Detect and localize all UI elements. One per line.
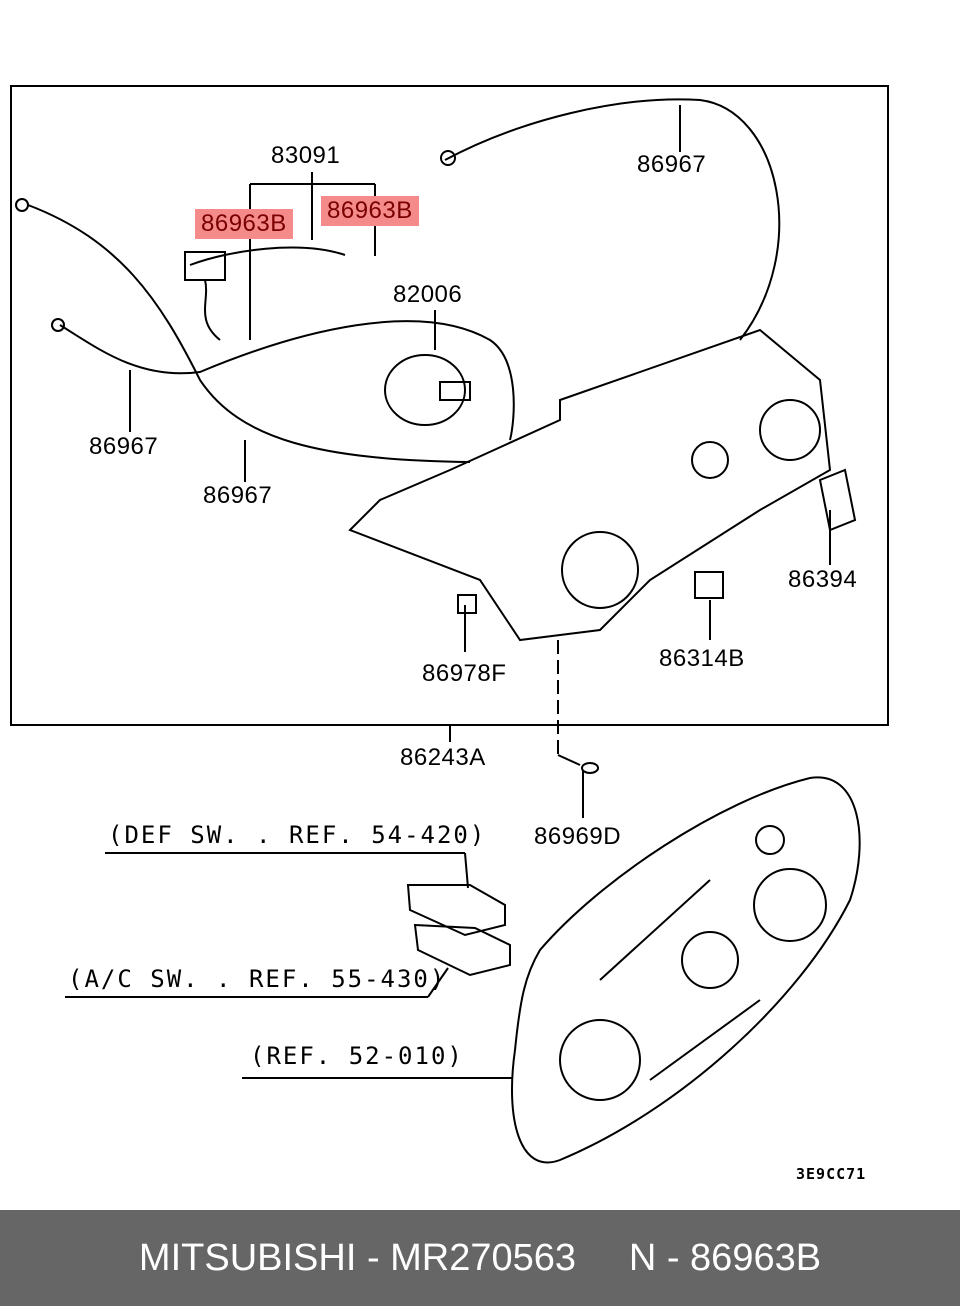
- callout-86243a[interactable]: 86243A: [400, 744, 486, 771]
- callout-86978f[interactable]: 86978F: [422, 660, 507, 687]
- callout-86394[interactable]: 86394: [788, 566, 858, 593]
- callout-86314b[interactable]: 86314B: [659, 645, 745, 672]
- ref-def-switch: (DEF SW. . REF. 54-420): [108, 821, 487, 849]
- footer-bar: MITSUBISHI - MR270563 N - 86963B: [0, 1210, 960, 1306]
- def-switch-drawing: [406, 884, 506, 937]
- drawing-code: 3E9CC71: [796, 1165, 867, 1183]
- callout-86969d[interactable]: 86969D: [534, 823, 622, 850]
- parts-diagram: 83091 86963B 86963B 86967 82006 86967 86…: [10, 85, 889, 1183]
- heater-control-body: [348, 328, 832, 642]
- ref-panel: (REF. 52-010): [250, 1042, 464, 1070]
- diagram-drawing: [10, 85, 889, 1164]
- cable-86967-top: [444, 98, 781, 341]
- ref-ac-switch: (A/C SW. . REF. 55-430): [68, 965, 447, 993]
- callout-86967-mid[interactable]: 86967: [203, 482, 273, 509]
- callout-86963b-right[interactable]: 86963B: [321, 196, 419, 226]
- assembly-frame: [10, 85, 889, 726]
- callout-86963b-left[interactable]: 86963B: [195, 209, 293, 239]
- footer-part-text: MITSUBISHI - MR270563 N - 86963B: [138, 1236, 822, 1279]
- cable-86967-left: [59, 320, 515, 441]
- callout-86967-top[interactable]: 86967: [637, 151, 707, 178]
- ac-switch-drawing: [413, 923, 511, 977]
- callout-86967-left[interactable]: 86967: [89, 433, 159, 460]
- bezel-panel-drawing: [511, 776, 861, 1164]
- callout-82006[interactable]: 82006: [393, 281, 463, 308]
- callout-83091[interactable]: 83091: [271, 142, 341, 169]
- cable-86967-mid: [27, 204, 471, 463]
